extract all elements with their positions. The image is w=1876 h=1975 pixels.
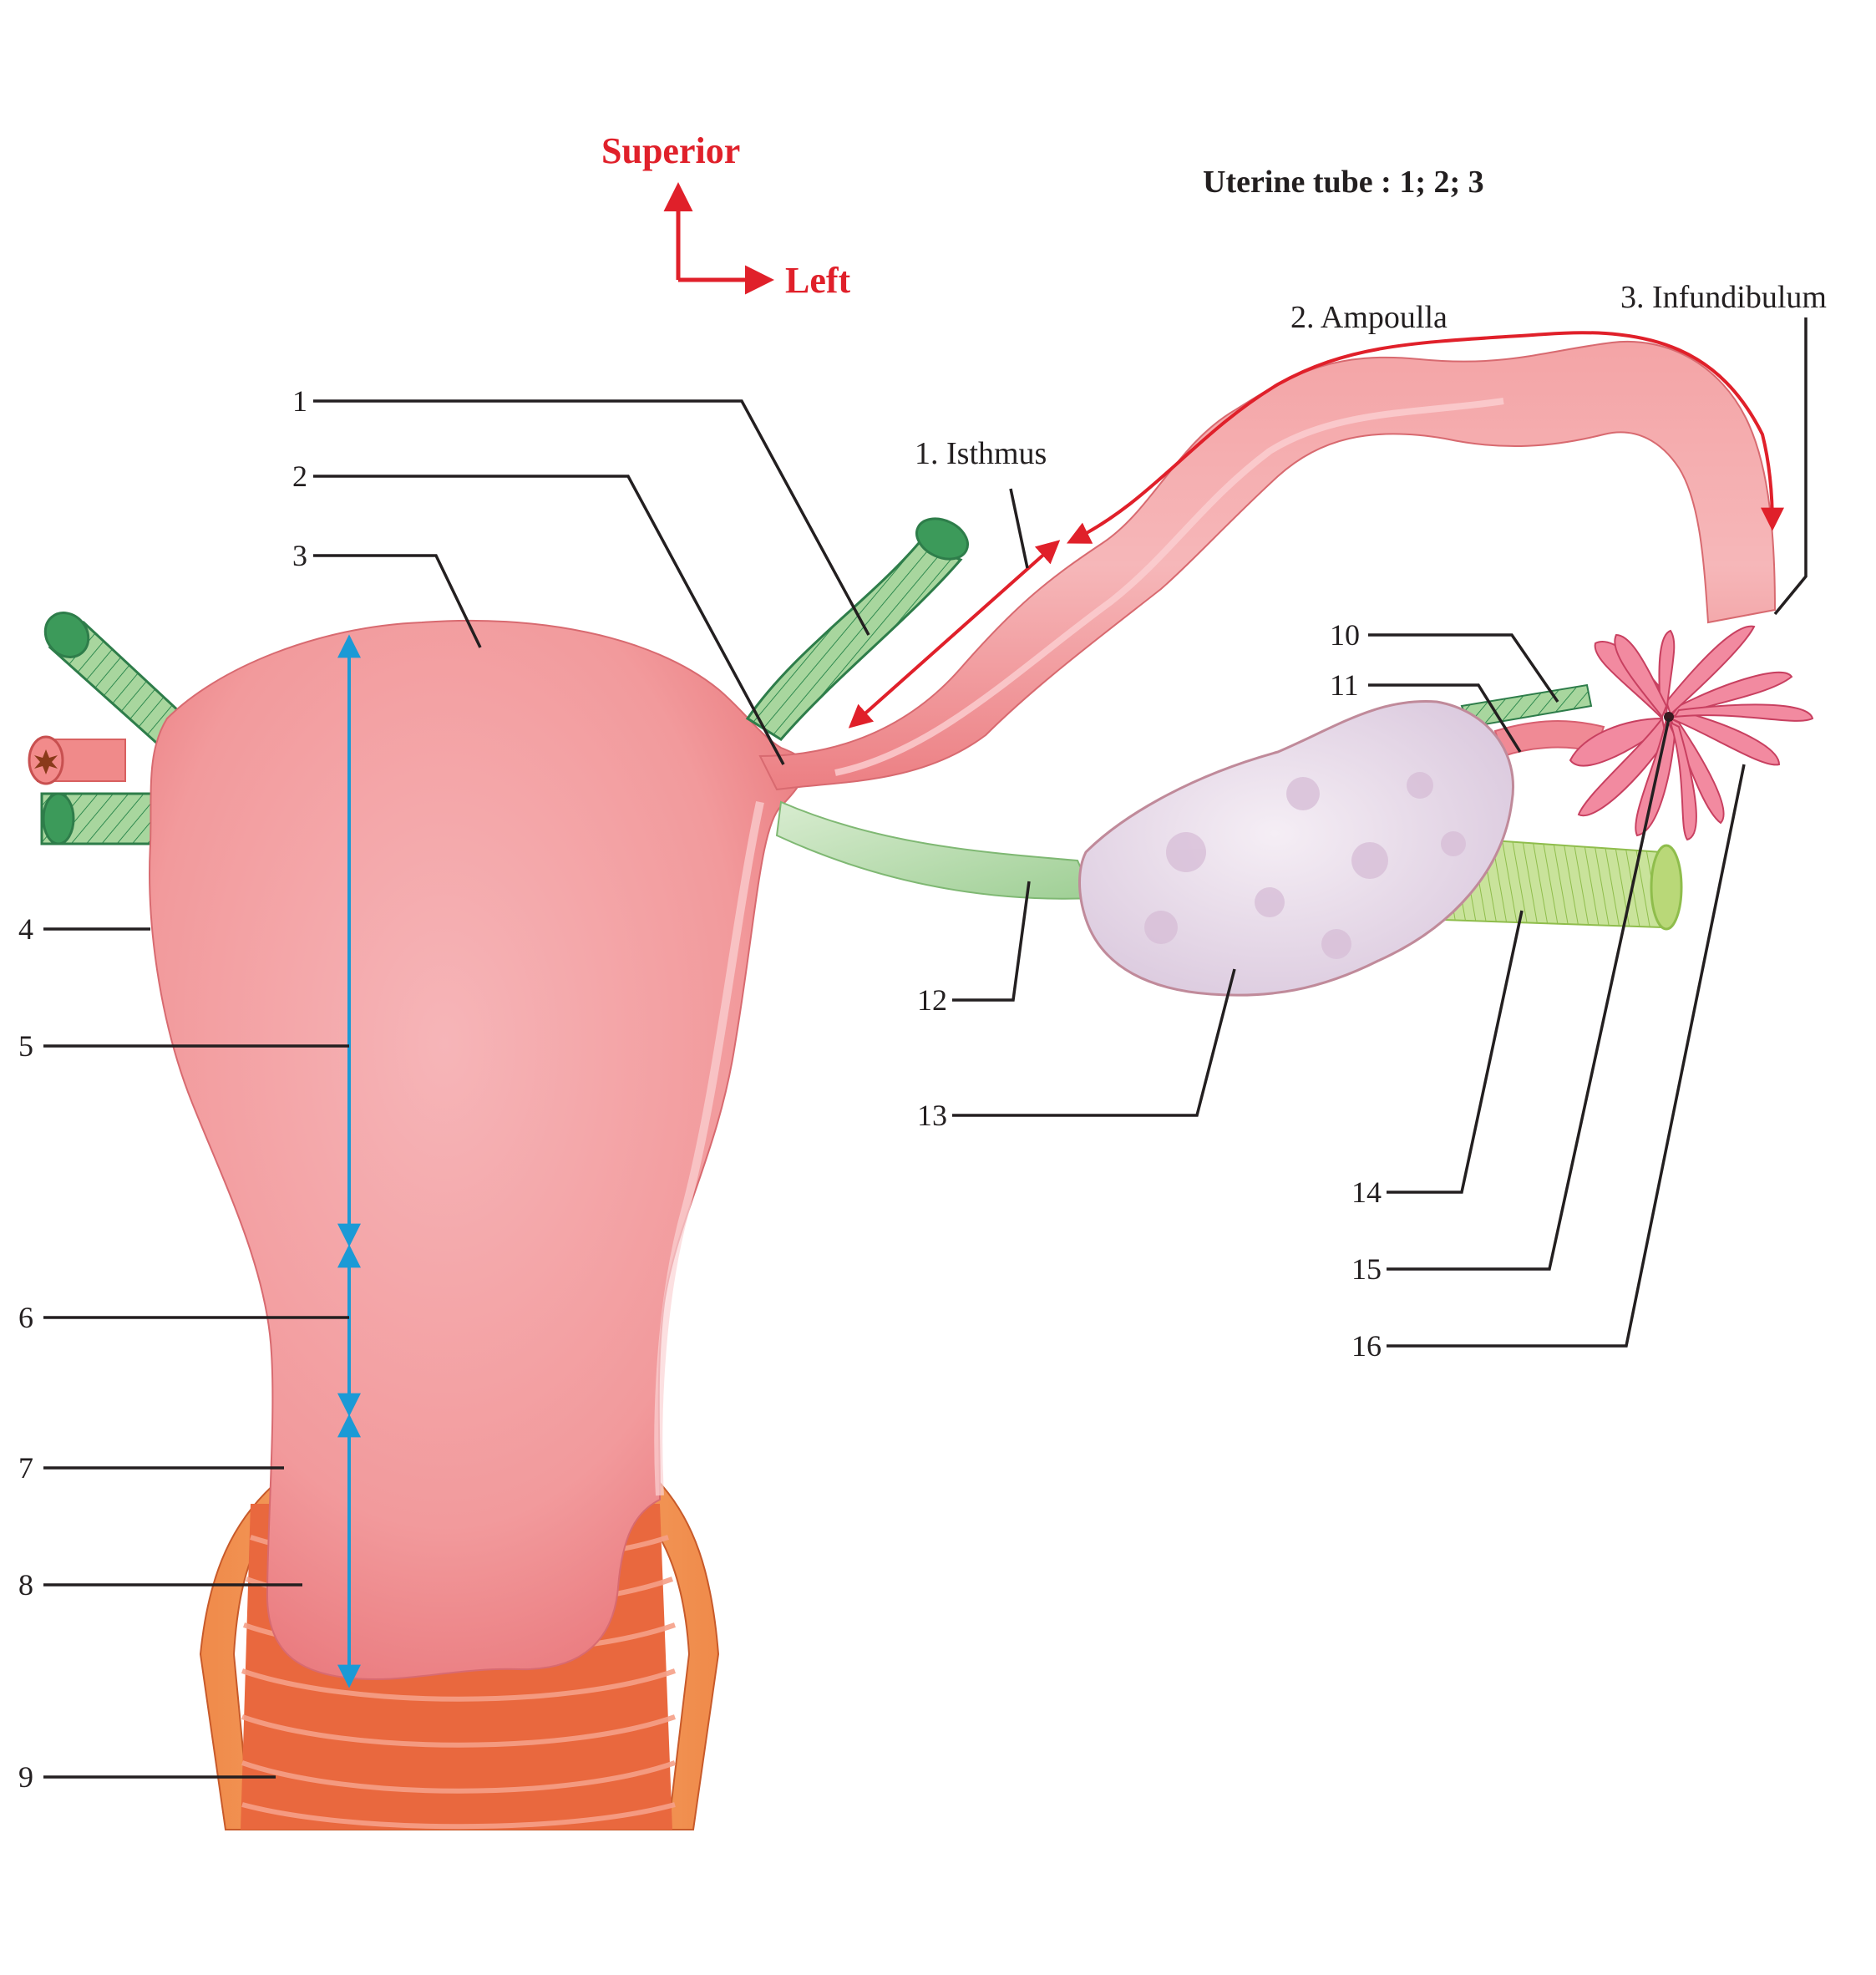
label-ampoulla: 2. Ampoulla	[1290, 300, 1448, 335]
label-isthmus: 1. Isthmus	[915, 436, 1047, 471]
marker-14: 14	[1351, 1175, 1382, 1209]
ovarian-ligament	[775, 800, 1096, 900]
marker-4: 4	[18, 912, 33, 946]
marker-3: 3	[292, 539, 307, 572]
marker-2: 2	[292, 459, 307, 493]
marker-6: 6	[18, 1301, 33, 1334]
marker-7: 7	[18, 1451, 33, 1485]
marker-11: 11	[1330, 668, 1359, 702]
marker-15: 15	[1351, 1252, 1382, 1286]
marker-10: 10	[1330, 618, 1360, 652]
orientation-indicator	[663, 182, 774, 295]
marker-5: 5	[18, 1029, 33, 1063]
uterine-tube-heading: Uterine tube : 1; 2; 3	[1203, 165, 1484, 200]
marker-1: 1	[292, 384, 307, 418]
orientation-left-label: Left	[785, 260, 851, 301]
numeric-markers: 1 2 3 4 5 6 7 8 9 10 11 12 13 14 15 16	[18, 384, 1382, 1794]
ovary	[1078, 700, 1514, 997]
ostium	[1664, 712, 1674, 722]
marker-9: 9	[18, 1760, 33, 1794]
label-infundibulum: 3. Infundibulum	[1620, 280, 1827, 315]
marker-16: 16	[1351, 1329, 1382, 1363]
marker-13: 13	[917, 1099, 947, 1132]
orientation-superior-label: Superior	[601, 130, 740, 171]
fimbriae	[1569, 625, 1814, 841]
marker-12: 12	[917, 983, 947, 1017]
tube-region-arrows	[848, 331, 1784, 729]
marker-8: 8	[18, 1568, 33, 1602]
leader-lines	[43, 317, 1808, 1779]
